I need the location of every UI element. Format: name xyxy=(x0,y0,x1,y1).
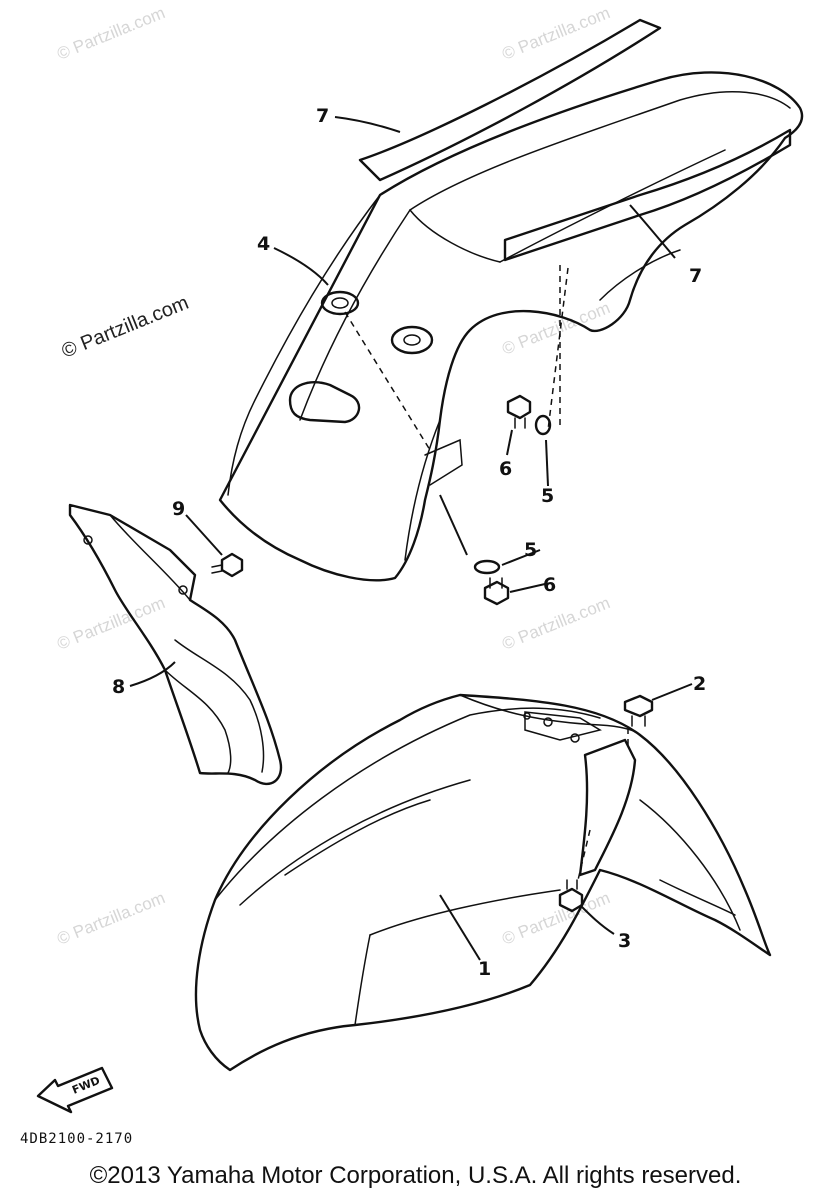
forward-arrow-icon: FWD xyxy=(36,1066,114,1114)
watermark: © Partzilla.com xyxy=(499,3,612,64)
front-fender xyxy=(194,693,772,1072)
watermark: © Partzilla.com xyxy=(499,298,612,359)
bolt xyxy=(558,879,584,913)
watermark: © Partzilla.com xyxy=(54,888,167,949)
washer xyxy=(473,559,501,575)
callout-8: 8 xyxy=(112,676,125,698)
grommet xyxy=(320,290,360,316)
callout-4: 4 xyxy=(257,233,270,255)
callout-7: 7 xyxy=(689,265,702,287)
callout-5: 5 xyxy=(524,539,537,561)
watermark: © Partzilla.com xyxy=(54,3,167,64)
callout-7: 7 xyxy=(316,105,329,127)
bolt xyxy=(623,694,654,727)
callout-5: 5 xyxy=(541,485,554,507)
copyright-notice: ©2013 Yamaha Motor Corporation, U.S.A. A… xyxy=(89,1162,742,1189)
bolt xyxy=(483,577,510,606)
rear-fender xyxy=(218,71,804,582)
callout-6: 6 xyxy=(543,574,556,596)
callout-3: 3 xyxy=(618,930,631,952)
bolt xyxy=(506,394,532,429)
mud-flap xyxy=(68,503,283,786)
grommet xyxy=(390,325,434,355)
bolt xyxy=(211,552,244,578)
watermark-primary: © Partzilla.com xyxy=(59,292,192,363)
callout-1: 1 xyxy=(478,958,491,980)
callout-9: 9 xyxy=(172,498,185,520)
fender-slot xyxy=(288,381,361,424)
decal-strip xyxy=(358,18,662,182)
watermark: © Partzilla.com xyxy=(499,593,612,654)
callout-6: 6 xyxy=(499,458,512,480)
washer xyxy=(534,414,552,436)
diagram-code: 4DB2100-2170 xyxy=(20,1131,133,1147)
callout-2: 2 xyxy=(693,673,706,695)
